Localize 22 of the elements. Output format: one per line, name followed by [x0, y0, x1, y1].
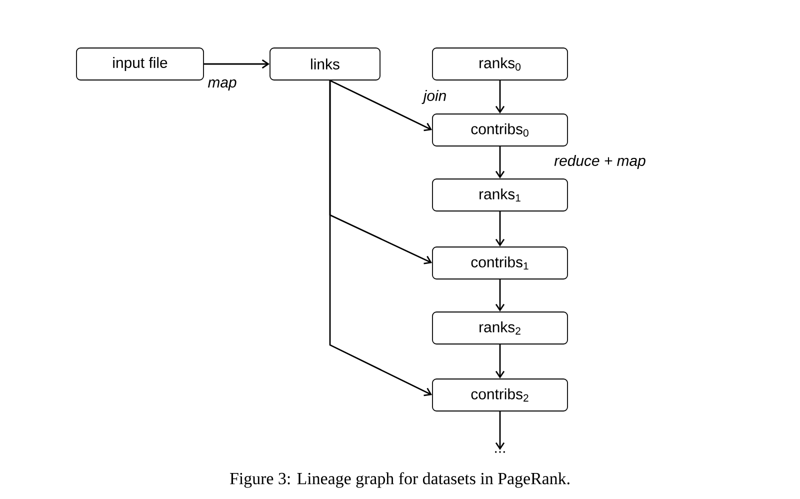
process-box: ranks$_{0}$ — [432, 48, 568, 80]
arrow — [330, 80, 432, 132]
arrow — [329, 80, 432, 396]
arrow — [495, 211, 505, 247]
process-box: input file — [76, 48, 204, 80]
process-box: links — [270, 48, 380, 80]
process-box: contribs$_{2}$ — [432, 378, 568, 412]
arrow — [495, 279, 505, 312]
caption: Figure 3: Lineage graph for datasets in PageRank. — [230, 472, 570, 488]
process-box: contribs$_{1}$ — [432, 246, 568, 280]
edge-label: map — [206, 78, 238, 92]
arrow — [495, 344, 505, 379]
process-box: ranks$_{2}$ — [432, 312, 568, 344]
process-box: ranks$_{1}$ — [432, 178, 568, 212]
process-box: contribs$_{0}$ — [432, 114, 568, 146]
arrow — [495, 80, 505, 114]
edge-label: join — [422, 89, 448, 105]
edge-label: reduce + map — [553, 154, 647, 170]
ellipsis: ... — [495, 451, 505, 453]
arrow — [204, 59, 270, 69]
arrow — [495, 411, 505, 450]
arrow — [495, 146, 505, 179]
